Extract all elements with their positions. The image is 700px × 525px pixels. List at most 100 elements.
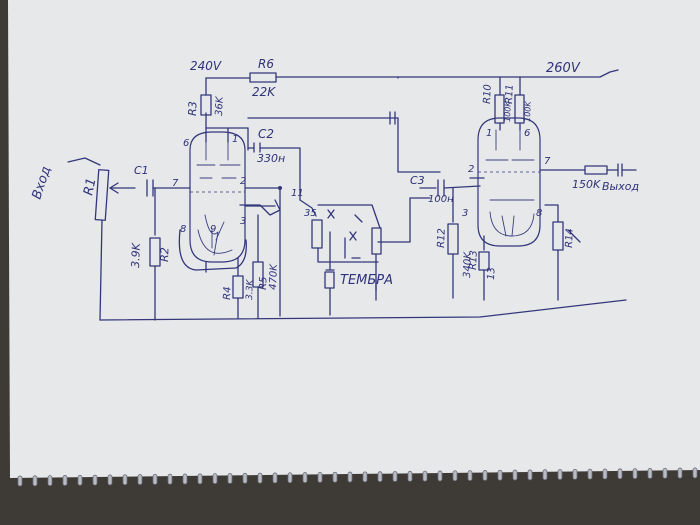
binding-ring — [47, 475, 53, 487]
label-c3-value: 100н — [428, 194, 454, 205]
binding-ring — [77, 474, 83, 486]
binding-ring — [347, 471, 353, 483]
label-r1: R1 — [81, 177, 99, 197]
label-pin3: 3 — [240, 216, 246, 227]
label-output: Выход — [602, 180, 639, 193]
binding-ring — [377, 471, 383, 483]
label-r5: R5 — [258, 276, 269, 290]
binding-ring — [167, 473, 173, 485]
label-r10: R10 — [482, 84, 494, 104]
binding-ring — [152, 473, 158, 485]
binding-ring — [362, 471, 368, 483]
supply-rails — [205, 69, 619, 96]
binding-ring — [332, 471, 338, 483]
label-r6-value: 22K — [252, 85, 276, 99]
binding-ring — [527, 469, 533, 481]
label-r4: R4 — [222, 286, 233, 300]
label-c2-value: 330н — [257, 152, 285, 165]
binding-ring — [92, 474, 98, 486]
binding-ring — [407, 470, 413, 482]
binding-ring — [467, 470, 473, 482]
label-pin-b6: 6 — [524, 128, 530, 139]
label-pin-b1: 1 — [486, 128, 492, 139]
binding-ring — [617, 468, 623, 480]
label-r13: R13 — [468, 250, 480, 270]
binding-ring — [17, 475, 23, 487]
binding-ring — [122, 474, 128, 486]
binding-ring — [557, 469, 563, 480]
labels: Вход R1 C1 R2 3.9K R3 36K 240V R6 22K 26… — [30, 57, 640, 300]
tube-2 — [477, 94, 637, 301]
label-c2: C2 — [258, 127, 274, 141]
binding-ring — [62, 475, 68, 486]
label-v240: 240V — [190, 59, 222, 73]
stage-2-input — [419, 177, 485, 299]
tube-1 — [178, 94, 301, 319]
binding-ring — [392, 471, 398, 482]
label-pin-b3: 3 — [462, 208, 468, 219]
label-pin7: 7 — [172, 178, 179, 189]
label-r12: R12 — [436, 228, 448, 248]
binding-ring — [287, 472, 293, 484]
label-r2: R2 — [158, 247, 172, 262]
input-stage — [67, 157, 627, 321]
binding-ring — [572, 468, 578, 480]
binding-ring — [632, 468, 638, 480]
label-pin2: 2 — [240, 176, 246, 187]
label-out-res: 150K — [572, 178, 601, 191]
binding-ring — [137, 474, 143, 485]
label-r3-value: 36K — [214, 95, 226, 116]
tone-control — [247, 111, 441, 316]
binding-ring — [677, 467, 683, 479]
label-r5-value: 470K — [268, 263, 280, 290]
label-r12-value: 340K — [462, 251, 474, 278]
label-r10-value: 100K — [503, 100, 513, 122]
label-pin35: 35 — [304, 208, 317, 219]
label-pin-b7: 7 — [544, 156, 551, 167]
binding-ring — [452, 470, 458, 482]
label-pin-b2: 2 — [468, 164, 474, 175]
binding-ring — [227, 473, 233, 484]
binding-ring — [692, 467, 698, 479]
binding-ring — [302, 472, 308, 483]
label-pin6: 6 — [183, 138, 189, 149]
label-r11-value: 100K — [523, 100, 533, 122]
binding-ring — [587, 468, 593, 480]
label-pin9: 9 — [210, 224, 216, 235]
label-r3: R3 — [186, 101, 200, 116]
binding-ring — [242, 472, 248, 484]
spiral-binding — [17, 467, 698, 487]
paper-sheet — [8, 0, 700, 478]
label-tone: ТЕМБРА — [340, 273, 393, 288]
label-pin13: 13 — [486, 267, 497, 280]
binding-ring — [182, 473, 188, 485]
label-r4-value: 3.3K — [245, 278, 256, 300]
binding-ring — [197, 473, 203, 485]
binding-ring — [542, 469, 548, 481]
binding-ring — [257, 472, 263, 484]
label-r6: R6 — [258, 57, 274, 71]
label-r14: R14 — [564, 228, 576, 248]
label-pin1: 1 — [232, 134, 238, 145]
binding-ring — [482, 470, 488, 481]
binding-ring — [662, 467, 668, 479]
label-pin8: 8 — [180, 224, 186, 235]
binding-ring — [497, 469, 503, 481]
binding-ring — [602, 468, 608, 480]
binding-ring — [32, 475, 38, 487]
binding-ring — [422, 470, 428, 482]
binding-ring — [437, 470, 443, 482]
binding-ring — [647, 468, 653, 479]
label-pin-b8: 8 — [536, 208, 542, 219]
label-c3: C3 — [410, 174, 425, 187]
label-pin11: 11 — [291, 188, 304, 199]
binding-ring — [107, 474, 113, 486]
label-v260: 260V — [546, 61, 581, 76]
label-r2-value: 3.9K — [129, 242, 143, 268]
binding-ring — [212, 473, 218, 485]
label-c1: C1 — [134, 164, 149, 177]
binding-ring — [512, 469, 518, 481]
binding-ring — [272, 472, 278, 484]
label-r11: R11 — [504, 84, 516, 104]
